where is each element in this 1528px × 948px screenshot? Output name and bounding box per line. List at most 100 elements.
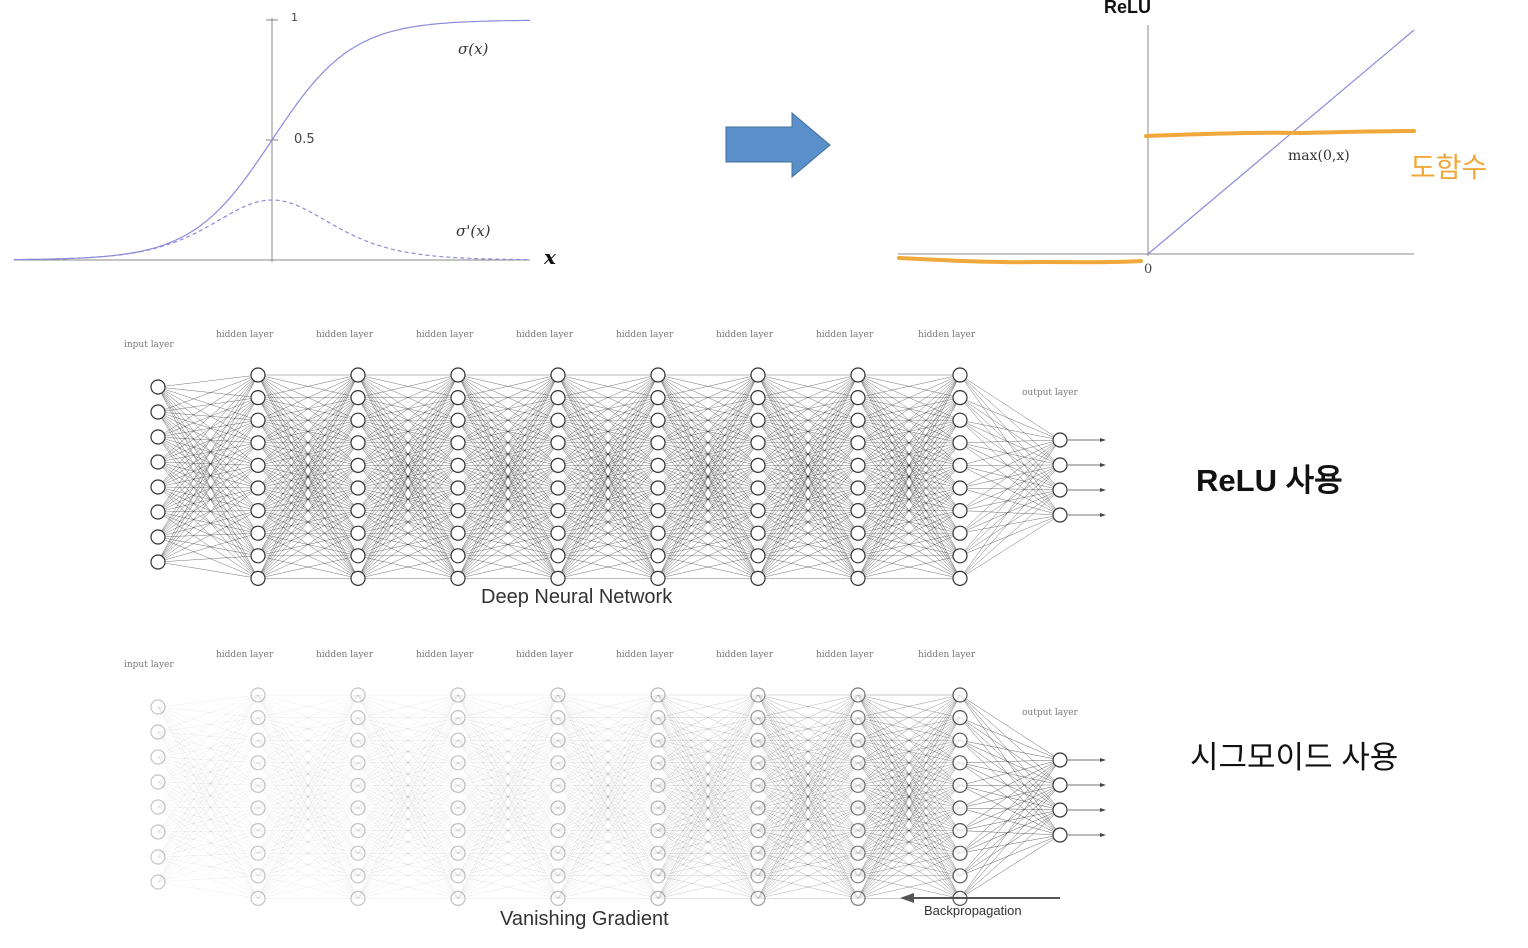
network-edge (857, 510, 961, 579)
network-edge (257, 694, 359, 899)
network-edge (357, 694, 459, 786)
network-edge (959, 694, 1061, 761)
network-edge (557, 694, 659, 831)
network-edge (857, 694, 961, 876)
network-edge (657, 762, 759, 809)
network-edge (457, 740, 559, 831)
network-edge (757, 807, 859, 899)
network-edge (657, 374, 759, 556)
network-node (550, 777, 566, 794)
network-node (550, 480, 566, 496)
network-edge (157, 762, 259, 833)
network-edge (959, 397, 1061, 441)
network-edge (157, 717, 259, 808)
network-edge (457, 762, 559, 786)
network-edge (157, 386, 259, 444)
network-edge (959, 374, 1061, 516)
network-edge (757, 740, 859, 876)
network-edge (457, 717, 559, 854)
top-network-layer-3 (450, 367, 466, 587)
network-node (150, 479, 166, 495)
network-edge (757, 830, 859, 854)
top-network-edges-8 (959, 374, 1061, 579)
network-edge (557, 717, 659, 831)
network-edge (557, 717, 659, 899)
network-edge (557, 740, 659, 831)
network-edge (757, 762, 859, 899)
network-edge (257, 510, 359, 579)
network-edge (157, 762, 259, 883)
network-edge (557, 762, 659, 899)
network-edge (157, 510, 259, 563)
network-edge (657, 807, 759, 877)
network-edge (657, 762, 759, 831)
network-edge (157, 785, 259, 808)
network-edge (557, 374, 659, 511)
network-node (350, 868, 366, 884)
network-edge (959, 809, 1061, 877)
network-edge (257, 694, 359, 831)
network-node (250, 755, 266, 771)
network-edge (257, 785, 359, 831)
network-edge (557, 740, 659, 854)
network-edge (657, 807, 759, 877)
output-arrow-head (1100, 808, 1106, 812)
network-edge (757, 762, 859, 809)
network-edge (657, 487, 759, 579)
output-arrow-head (1100, 513, 1106, 517)
network-edge (657, 694, 759, 831)
network-edge (557, 807, 659, 831)
network-edge (857, 762, 961, 809)
network-edge (157, 436, 259, 511)
network-node (350, 435, 366, 451)
network-edge (857, 717, 961, 831)
network-edge (757, 717, 859, 899)
network-node (250, 525, 266, 541)
network-edge (457, 762, 559, 786)
network-edge (257, 830, 359, 877)
network-edge (157, 731, 259, 831)
network-edge (959, 397, 1061, 466)
network-node (750, 503, 766, 519)
network-node (250, 687, 266, 703)
network-edge (157, 487, 259, 563)
network-edge (959, 464, 1061, 489)
network-edge (357, 717, 459, 741)
network-edge (457, 852, 559, 877)
sigma-derivative-label: σ'(x) (456, 222, 491, 240)
network-node (550, 687, 566, 703)
network-edge (657, 740, 759, 831)
network-edge (157, 374, 259, 488)
network-edge (757, 875, 859, 899)
network-edge (959, 439, 1061, 489)
network-edge (157, 706, 259, 899)
network-edge (657, 807, 759, 854)
network-node (250, 548, 266, 564)
network-edge (457, 694, 559, 809)
network-node (350, 890, 366, 907)
network-edge (857, 374, 961, 398)
network-edge (557, 807, 659, 877)
network-node (650, 800, 666, 816)
top-network-edges-5 (657, 374, 759, 579)
network-edge (657, 717, 759, 854)
network-node (450, 687, 466, 703)
network-edge (557, 740, 659, 899)
network-edge (257, 717, 359, 741)
network-edge (357, 717, 459, 876)
network-edge (657, 739, 759, 764)
network-node (650, 457, 666, 473)
network-edge (557, 717, 659, 899)
network-edge (157, 781, 259, 876)
network-edge (157, 740, 259, 833)
network-edge (357, 694, 459, 718)
network-edge (457, 717, 559, 899)
network-node (550, 570, 566, 587)
network-edge (959, 830, 1061, 836)
network-node (550, 525, 566, 541)
network-edge (257, 694, 359, 809)
network-edge (357, 442, 459, 579)
network-edge (557, 762, 659, 786)
network-edge (357, 785, 459, 831)
network-edge (157, 419, 259, 463)
